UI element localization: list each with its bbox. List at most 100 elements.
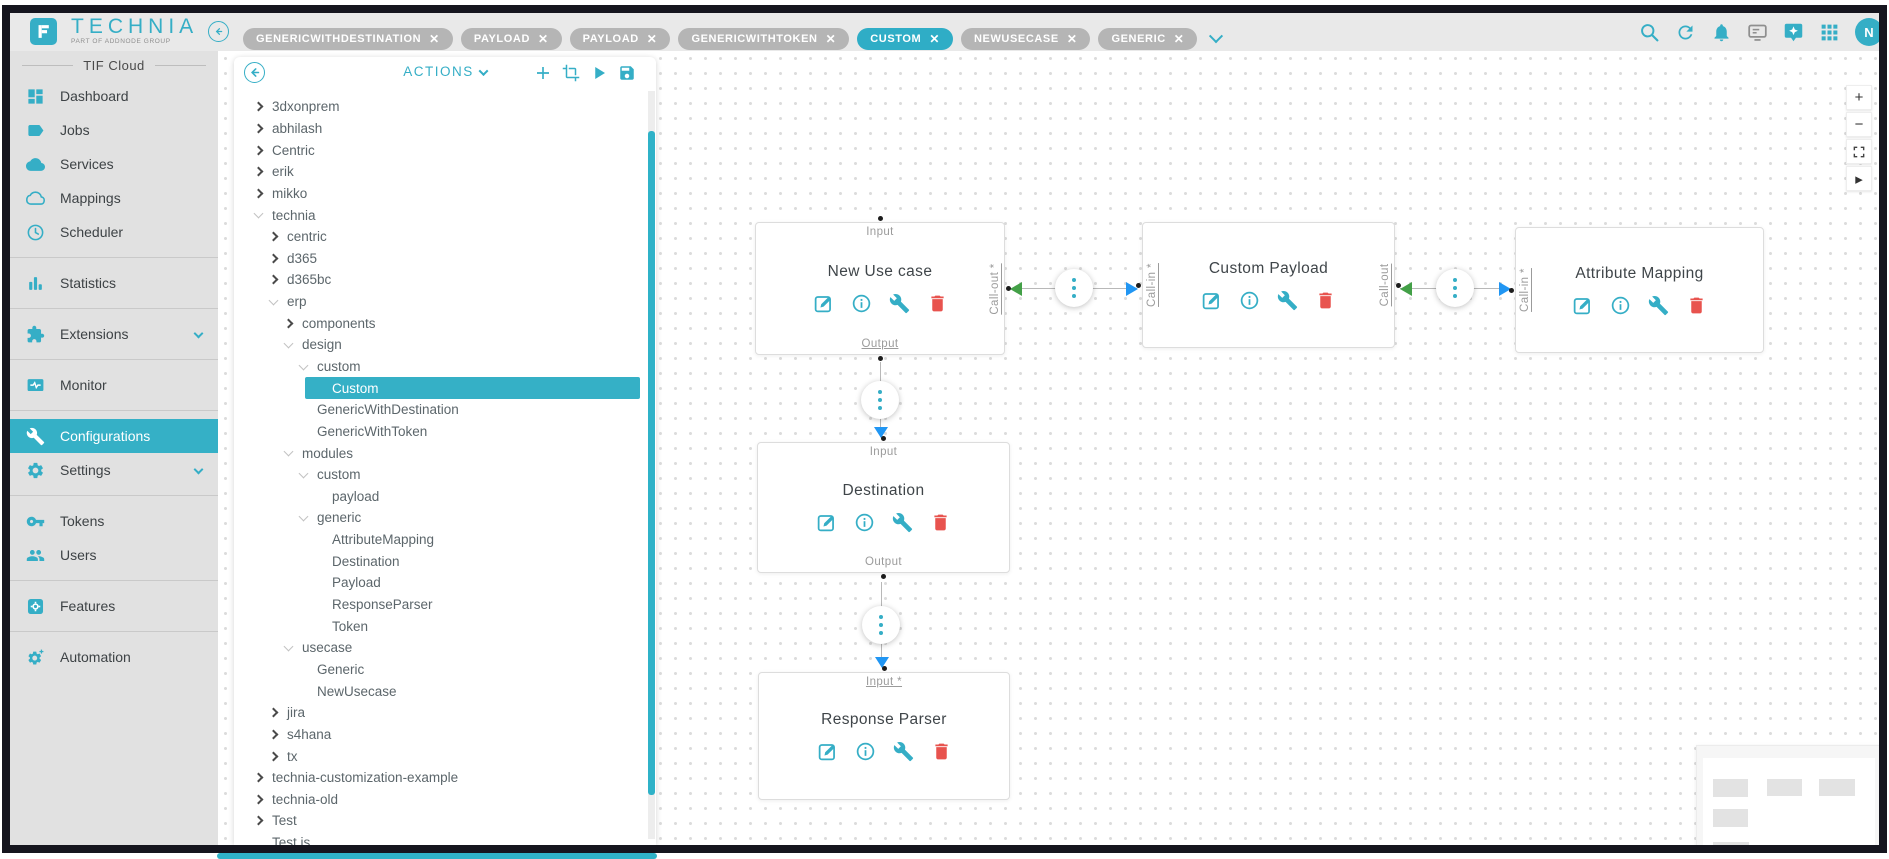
- sidebar-item-scheduler[interactable]: Scheduler: [10, 215, 218, 249]
- sidebar-item-automation[interactable]: Automation: [10, 640, 218, 674]
- chevron-right-icon[interactable]: [253, 794, 264, 805]
- tree-item-technia-customization-example[interactable]: technia-customization-example: [234, 767, 656, 789]
- close-tab-icon[interactable]: ✕: [825, 32, 837, 46]
- delete-icon[interactable]: [927, 293, 948, 314]
- sidebar-item-dashboard[interactable]: Dashboard: [10, 79, 218, 113]
- connection-menu-button[interactable]: [861, 380, 899, 419]
- close-tab-icon[interactable]: ✕: [929, 32, 940, 46]
- tree-item-token[interactable]: Token: [234, 615, 656, 637]
- tree-item-attributemapping[interactable]: AttributeMapping: [234, 529, 656, 551]
- chevron-down-icon[interactable]: [283, 641, 294, 652]
- port-dot-top[interactable]: [877, 216, 883, 221]
- edit-icon[interactable]: [816, 512, 837, 533]
- tree-item-test.js[interactable]: Test.js: [234, 832, 656, 845]
- sidebar-item-users[interactable]: Users: [10, 538, 218, 572]
- connection-menu-button[interactable]: [1054, 269, 1093, 307]
- tree-item-payload[interactable]: payload: [234, 486, 656, 508]
- actions-dropdown[interactable]: ACTIONS: [234, 64, 656, 79]
- chevron-right-icon[interactable]: [268, 751, 279, 761]
- expand-icon[interactable]: ▸: [1846, 166, 1872, 191]
- tree-item-generic[interactable]: Generic: [234, 659, 656, 681]
- refresh-icon[interactable]: [1675, 22, 1696, 43]
- tab-payload-1[interactable]: PAYLOAD✕: [460, 28, 562, 50]
- tree-item-design[interactable]: design: [234, 334, 656, 356]
- notifications-icon[interactable]: [1711, 22, 1732, 43]
- crop-icon[interactable]: [562, 64, 580, 82]
- tree-item-genericwithdestination[interactable]: GenericWithDestination: [234, 399, 656, 421]
- tree-item-newusecase[interactable]: NewUsecase: [234, 680, 656, 702]
- configure-icon[interactable]: [892, 512, 913, 533]
- tree-item-genericwithtoken[interactable]: GenericWithToken: [234, 421, 656, 443]
- chevron-right-icon[interactable]: [283, 318, 294, 329]
- add-icon[interactable]: [534, 64, 552, 82]
- edit-icon[interactable]: [1572, 295, 1593, 316]
- tab-generic-6[interactable]: GENERIC✕: [1098, 28, 1198, 50]
- chevron-down-icon[interactable]: [298, 360, 309, 370]
- tree-scrollbar-thumb[interactable]: [648, 131, 655, 795]
- chevron-down-icon[interactable]: [193, 464, 204, 475]
- close-tab-icon[interactable]: ✕: [537, 32, 549, 46]
- tab-genericwithtoken-3[interactable]: GENERICWITHTOKEN✕: [678, 28, 850, 50]
- close-tab-icon[interactable]: ✕: [429, 32, 440, 46]
- edit-icon[interactable]: [817, 741, 838, 762]
- tree-item-technia-old[interactable]: technia-old: [234, 789, 656, 811]
- tree-item-usecase[interactable]: usecase: [234, 637, 656, 659]
- delete-icon[interactable]: [1686, 295, 1707, 316]
- tree-item-destination[interactable]: Destination: [234, 550, 656, 572]
- tree-item-generic[interactable]: generic: [234, 507, 656, 529]
- port-dot-bottom[interactable]: [881, 574, 886, 579]
- console-icon[interactable]: [1747, 22, 1768, 43]
- sidebar-item-services[interactable]: Services: [10, 147, 218, 181]
- chevron-right-icon[interactable]: [253, 123, 264, 134]
- tree-item-d365[interactable]: d365: [234, 247, 656, 269]
- close-tab-icon[interactable]: ✕: [1066, 32, 1078, 46]
- tree-item-erik[interactable]: erik: [234, 161, 656, 183]
- sidebar-item-features[interactable]: Features: [10, 589, 218, 623]
- connection-menu-button[interactable]: [862, 605, 900, 644]
- port-dot-right[interactable]: [1006, 286, 1011, 291]
- chevron-right-icon[interactable]: [253, 772, 264, 783]
- horizontal-scrollbar[interactable]: [217, 853, 657, 859]
- tree-item-responseparser[interactable]: ResponseParser: [234, 594, 656, 616]
- tree-item-custom[interactable]: custom: [234, 464, 656, 486]
- sidebar-item-monitor[interactable]: Monitor: [10, 368, 218, 402]
- sidebar-item-jobs[interactable]: Jobs: [10, 113, 218, 147]
- delete-icon[interactable]: [1315, 290, 1336, 311]
- chevron-right-icon[interactable]: [268, 274, 279, 285]
- save-icon[interactable]: [618, 64, 636, 82]
- tab-genericwithdestination-0[interactable]: GENERICWITHDESTINATION✕: [243, 28, 453, 50]
- port-dot-right[interactable]: [1396, 282, 1401, 288]
- sidebar-item-extensions[interactable]: Extensions: [10, 317, 218, 351]
- chevron-right-icon[interactable]: [253, 816, 264, 826]
- chevron-right-icon[interactable]: [268, 707, 279, 718]
- apps-grid-icon[interactable]: [1819, 22, 1840, 43]
- run-icon[interactable]: [590, 64, 608, 82]
- close-tab-icon[interactable]: ✕: [646, 32, 658, 46]
- port-dot-top[interactable]: [881, 666, 887, 671]
- chevron-down-icon[interactable]: [193, 328, 204, 339]
- more-tabs-chevron-icon[interactable]: [1209, 29, 1224, 44]
- minimap[interactable]: [1696, 745, 1879, 845]
- chevron-down-icon[interactable]: [268, 295, 279, 306]
- edit-icon[interactable]: [1201, 290, 1222, 311]
- sidebar-item-configurations[interactable]: Configurations: [10, 419, 218, 453]
- tree-item-centric[interactable]: Centric: [234, 139, 656, 161]
- delete-icon[interactable]: [930, 512, 951, 533]
- info-icon[interactable]: [1610, 295, 1631, 316]
- chevron-right-icon[interactable]: [253, 101, 264, 112]
- port-dot-left[interactable]: [1136, 282, 1141, 288]
- chevron-down-icon[interactable]: [283, 446, 294, 457]
- chevron-right-icon[interactable]: [268, 253, 279, 264]
- tree-item-s4hana[interactable]: s4hana: [234, 724, 656, 746]
- collapse-panel-button[interactable]: [244, 62, 265, 83]
- tree-item-abhilash[interactable]: abhilash: [234, 118, 656, 140]
- chevron-right-icon[interactable]: [253, 166, 264, 177]
- tree-item-custom[interactable]: Custom: [234, 377, 656, 399]
- tree-item-tx[interactable]: tx: [234, 745, 656, 767]
- configure-icon[interactable]: [1648, 295, 1669, 316]
